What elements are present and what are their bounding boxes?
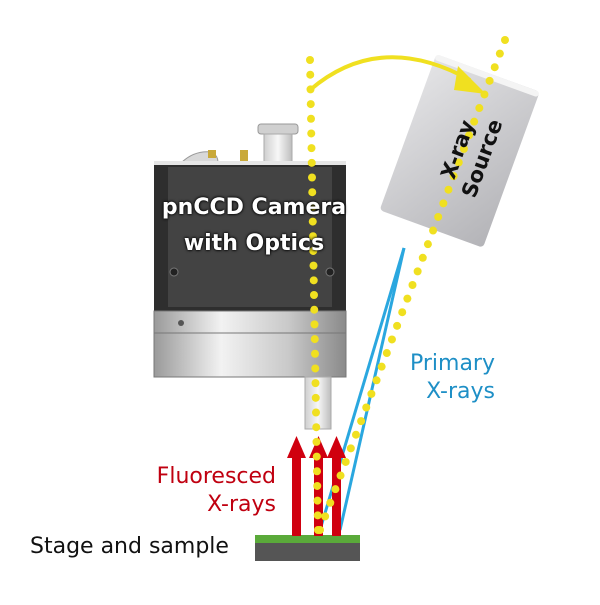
primary-label-line1: Primary bbox=[409, 351, 495, 376]
axis-dot bbox=[470, 117, 479, 126]
axis-dot bbox=[393, 321, 402, 330]
axis-dot bbox=[362, 403, 371, 412]
axis-dot bbox=[310, 291, 318, 299]
axis-dot bbox=[485, 76, 494, 85]
axis-dot bbox=[459, 144, 468, 153]
stage-label: Stage and sample bbox=[30, 534, 229, 559]
axis-dot bbox=[306, 70, 315, 79]
axis-dot bbox=[439, 199, 448, 208]
axis-dot bbox=[313, 511, 322, 520]
axis-dot bbox=[309, 276, 318, 285]
primary-xrays-label: Primary X-rays bbox=[395, 350, 495, 406]
fluoresced-label-line1: Fluoresced bbox=[156, 464, 276, 489]
axis-dot bbox=[321, 512, 330, 521]
camera-label-line1: pnCCD Camera bbox=[161, 195, 347, 220]
axis-dot bbox=[311, 364, 320, 373]
axis-dot bbox=[403, 294, 412, 303]
axis-dot bbox=[312, 452, 321, 461]
axis-dot bbox=[308, 202, 317, 211]
axis-dot bbox=[306, 100, 315, 109]
axis-dot bbox=[313, 496, 322, 505]
axis-dot bbox=[311, 393, 320, 402]
axis-dot bbox=[434, 212, 443, 221]
axis-dot bbox=[311, 349, 319, 358]
axis-dot bbox=[310, 320, 319, 329]
axis-dot bbox=[309, 232, 317, 241]
axis-dot bbox=[418, 253, 427, 262]
axis-dot bbox=[307, 114, 315, 123]
primary-label-line2: X-rays bbox=[426, 379, 495, 404]
axis-dot bbox=[367, 389, 376, 398]
axis-dot bbox=[308, 217, 317, 226]
stage-and-sample bbox=[255, 535, 360, 561]
axis-dot bbox=[408, 281, 417, 289]
axis-dot bbox=[449, 172, 458, 181]
axis-dot bbox=[312, 437, 321, 446]
axis-dot bbox=[423, 240, 432, 249]
fluoresced-xray-arrows bbox=[287, 436, 346, 536]
axis-dot bbox=[346, 444, 355, 453]
axis-dot bbox=[398, 308, 407, 317]
axis-dot bbox=[307, 158, 316, 167]
axis-dot bbox=[475, 104, 484, 113]
axis-dot bbox=[454, 158, 463, 167]
axis-dot bbox=[306, 56, 314, 64]
axis-dot bbox=[387, 335, 396, 344]
axis-dot bbox=[429, 226, 438, 235]
axis-dot bbox=[382, 349, 391, 358]
axis-dot bbox=[377, 362, 386, 371]
axis-dot bbox=[307, 129, 316, 138]
axis-dot bbox=[313, 467, 321, 476]
axis-dot bbox=[357, 417, 366, 426]
axis-dot bbox=[310, 305, 319, 314]
axis-dot bbox=[341, 457, 350, 466]
axis-dot bbox=[309, 246, 318, 255]
axis-dot bbox=[326, 498, 335, 507]
axis-dot bbox=[312, 423, 321, 432]
axis-dot bbox=[316, 526, 324, 534]
camera-label-line2: with Optics bbox=[183, 231, 325, 256]
axis-dot bbox=[331, 485, 340, 494]
axis-dot bbox=[495, 49, 504, 58]
axis-dot bbox=[308, 173, 316, 182]
fluoresced-xrays-label: Fluoresced X-rays bbox=[150, 463, 276, 519]
axis-dot bbox=[351, 430, 360, 439]
xray-source-box bbox=[380, 54, 539, 247]
axis-dot bbox=[413, 267, 422, 276]
axis-dot bbox=[465, 131, 474, 140]
axis-dot bbox=[444, 185, 453, 194]
axis-dot bbox=[501, 36, 509, 44]
axis-dot bbox=[312, 408, 320, 417]
axis-dot bbox=[336, 471, 345, 480]
rotation-arrow bbox=[308, 55, 486, 94]
fluoresced-label-line2: X-rays bbox=[207, 492, 276, 517]
axis-dot bbox=[309, 261, 318, 270]
axis-dot bbox=[311, 379, 320, 388]
axis-dot bbox=[310, 335, 319, 344]
axis-dot bbox=[307, 144, 316, 153]
axis-dot bbox=[308, 188, 317, 197]
camera-label: pnCCD Camera with Optics bbox=[150, 190, 358, 262]
camera-top-connectors bbox=[180, 123, 299, 163]
axis-dot bbox=[490, 63, 499, 72]
axis-dot bbox=[372, 376, 381, 385]
axis-dot bbox=[313, 481, 322, 490]
